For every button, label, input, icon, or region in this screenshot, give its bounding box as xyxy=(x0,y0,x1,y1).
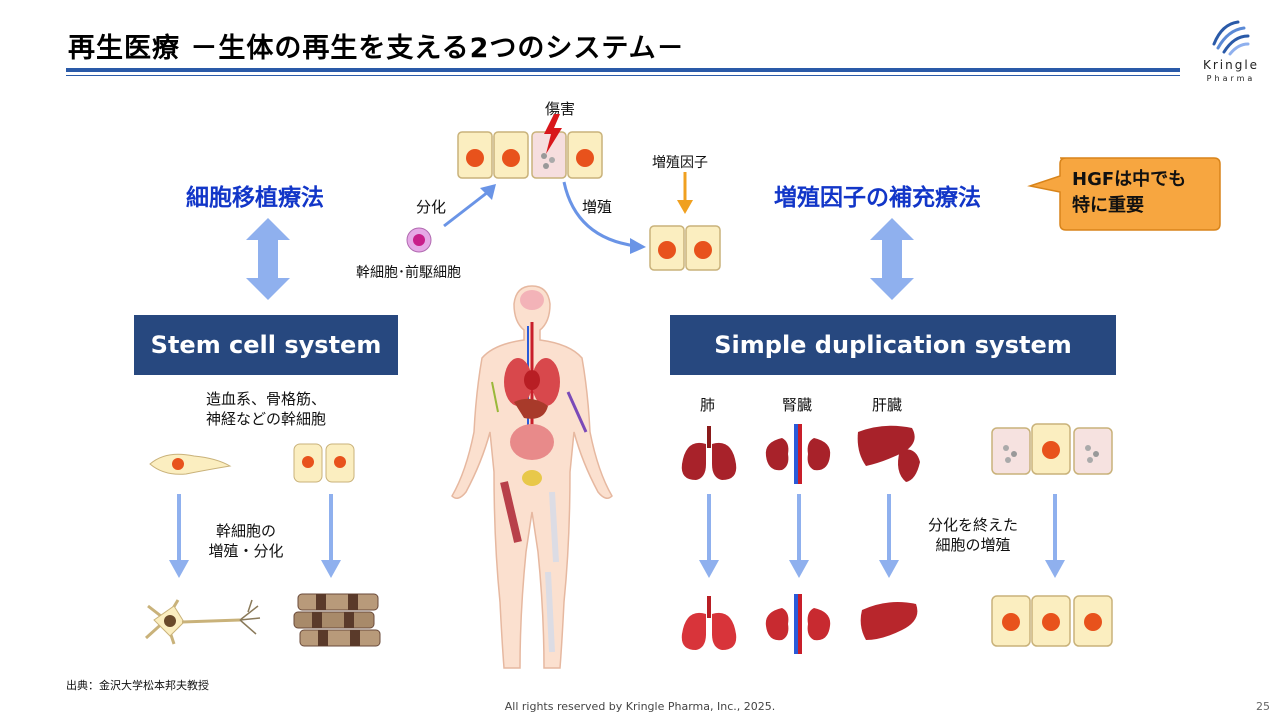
duplication-process-line2: 細胞の増殖 xyxy=(935,536,1011,554)
header-rule xyxy=(66,68,1180,72)
muscle-fiber-icon xyxy=(293,593,381,647)
stem-cells-desc-line2: 神経などの幹細胞 xyxy=(205,410,326,428)
duplication-process-line1: 分化を終えた xyxy=(927,516,1018,534)
liver-icon xyxy=(857,425,920,482)
kringle-logo-icon xyxy=(1212,20,1250,56)
lung-icon xyxy=(681,596,737,650)
cell-transplant-therapy-title: 細胞移植療法 xyxy=(186,185,324,211)
round-stem-cells-icon xyxy=(293,443,355,483)
growth-factor-label: 増殖因子 xyxy=(652,155,708,171)
liver-icon xyxy=(860,602,918,640)
down-arrow-icon xyxy=(879,494,899,578)
proliferated-cells xyxy=(649,225,721,271)
down-arrow-icon xyxy=(789,494,809,578)
damaged-tissue-cells xyxy=(457,131,603,179)
kidney-icon xyxy=(765,424,831,484)
down-arrow-icon xyxy=(169,494,189,578)
callout-text-line2: 特に重要 xyxy=(1072,195,1144,216)
organ-label-liver: 肝臓 xyxy=(872,396,903,414)
stem-process-line1: 幹細胞の xyxy=(215,522,276,540)
logo-wordmark: Kringle xyxy=(1202,58,1260,72)
callout-bubble xyxy=(1027,157,1221,231)
neuron-cell-icon xyxy=(144,599,261,645)
copyright-footer: All rights reserved by Kringle Pharma, I… xyxy=(504,700,776,713)
stem-process-line2: 増殖・分化 xyxy=(208,542,284,560)
differentiated-cells-icon xyxy=(991,423,1113,475)
down-arrow-icon xyxy=(1045,494,1065,578)
callout-text-line1: HGFは中でも xyxy=(1072,169,1187,190)
source-citation: 出典：金沢大学松本邦夫教授 xyxy=(66,679,209,692)
growth-factor-therapy-title: 増殖因子の補充療法 xyxy=(774,185,981,211)
spindle-stem-cell-icon xyxy=(149,453,232,475)
lightning-damage-icon xyxy=(544,114,562,154)
differentiation-arrows xyxy=(443,181,646,254)
kidney-icon xyxy=(765,594,831,654)
logo-subtitle: Pharma xyxy=(1206,74,1256,83)
down-arrow-icon xyxy=(321,494,341,578)
human-body-illustration xyxy=(451,285,613,669)
double-arrow-left-icon xyxy=(246,218,290,300)
proliferation-label: 増殖 xyxy=(582,198,613,216)
stem-cell-icon xyxy=(406,227,432,253)
organ-label-lung: 肺 xyxy=(700,396,716,414)
stem-cell-label: 幹細胞･前駆細胞 xyxy=(356,265,461,281)
header-rule-thin xyxy=(66,75,1180,76)
double-arrow-right-icon xyxy=(870,218,914,300)
lung-icon xyxy=(681,426,737,480)
organ-label-kidney: 腎臓 xyxy=(782,396,813,414)
stem-cell-system-box: Stem cell system xyxy=(134,315,398,375)
page-title: 再生医療 －生体の再生を支える2つのシステム－ xyxy=(68,33,685,64)
stem-cells-desc-line1: 造血系、骨格筋、 xyxy=(205,390,326,408)
differentiation-label: 分化 xyxy=(416,198,447,216)
damage-label: 傷害 xyxy=(545,100,576,118)
page-number: 25 xyxy=(1256,700,1270,713)
proliferated-differentiated-cells-icon xyxy=(991,595,1113,647)
simple-duplication-system-box: Simple duplication system xyxy=(670,315,1116,375)
down-arrow-icon xyxy=(699,494,719,578)
growth-factor-arrow-icon xyxy=(677,172,693,214)
